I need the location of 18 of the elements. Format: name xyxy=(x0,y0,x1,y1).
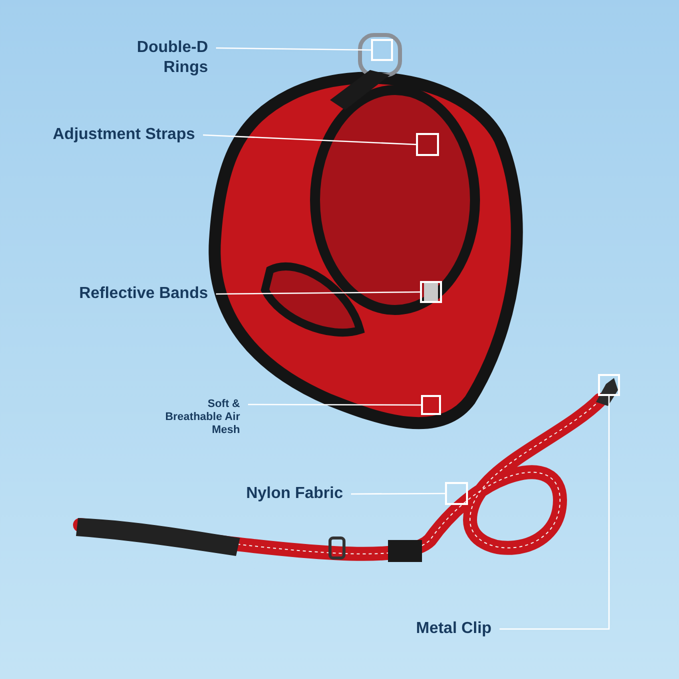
callout-marker xyxy=(445,482,468,505)
callout-label: Nylon Fabric xyxy=(246,484,343,504)
leader-line xyxy=(500,396,610,630)
callout-marker xyxy=(420,281,442,303)
callout-label: Metal Clip xyxy=(416,619,492,639)
callout-marker xyxy=(421,395,441,415)
callout-label: Double-D Rings xyxy=(98,38,208,78)
leader-line xyxy=(216,47,371,51)
callout-marker xyxy=(416,133,439,156)
callout-marker xyxy=(598,374,620,396)
callout-label: Adjustment Straps xyxy=(45,125,195,145)
callout-marker xyxy=(371,39,393,61)
leader-line xyxy=(202,134,416,146)
leader-line xyxy=(248,404,421,406)
callout-label: Reflective Bands xyxy=(79,284,208,304)
leader-line xyxy=(351,492,445,495)
callout-label: Soft & Breathable Air Mesh xyxy=(164,398,240,437)
leader-line xyxy=(216,291,420,295)
